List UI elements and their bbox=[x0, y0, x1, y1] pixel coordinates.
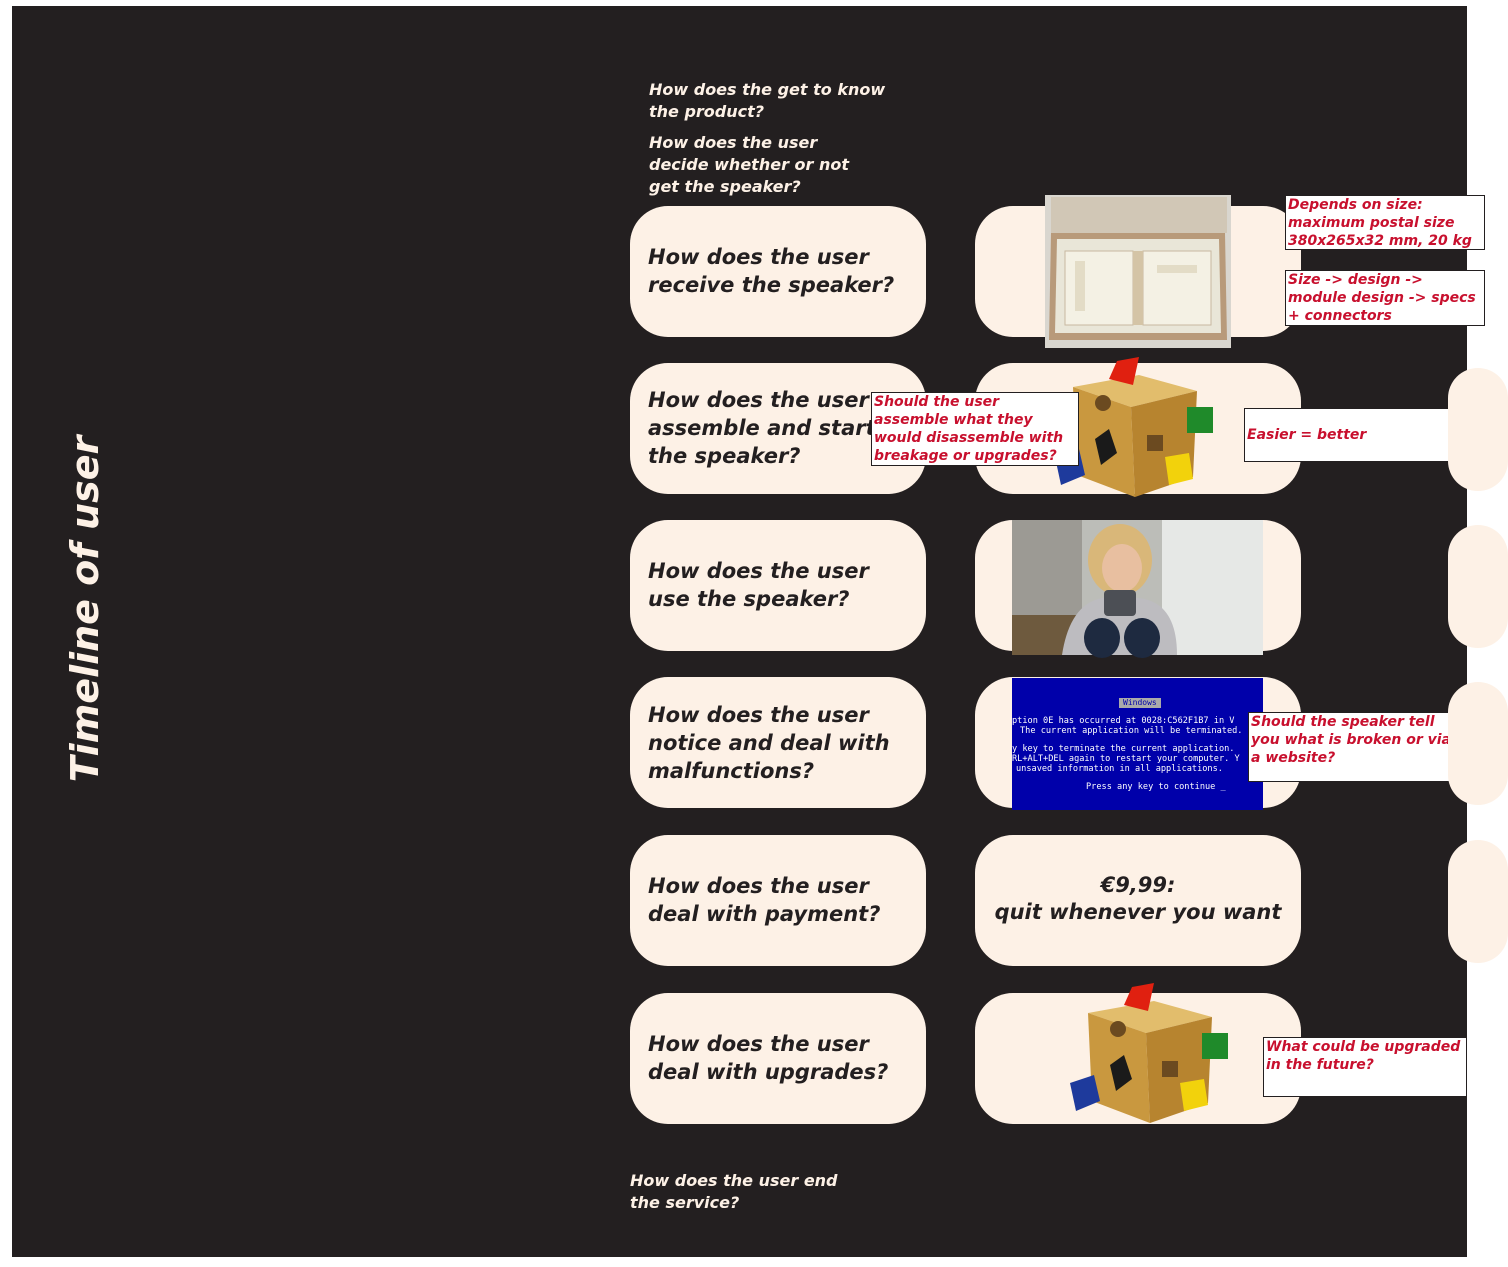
payment-terms: quit whenever you want bbox=[994, 900, 1282, 924]
note-broken: Should the speaker tell you what is brok… bbox=[1248, 712, 1454, 782]
woman-with-mug-photo-icon bbox=[1012, 520, 1263, 658]
note-postal-size: Depends on size: maximum postal size 380… bbox=[1285, 195, 1485, 250]
question-card-malfunctions: How does the user notice and deal with m… bbox=[630, 677, 926, 808]
next-column-card-4 bbox=[1448, 682, 1508, 805]
timeline-title: Timeline of user bbox=[63, 435, 107, 783]
question-card-receive: How does the user receive the speaker? bbox=[630, 206, 926, 337]
question-text: How does the user deal with payment? bbox=[648, 874, 881, 926]
question-text: How does the user use the speaker? bbox=[648, 559, 869, 611]
question-text: How does the user notice and deal with m… bbox=[648, 703, 890, 783]
question-text: How does the user receive the speaker? bbox=[648, 245, 895, 297]
payment-price: €9,99: bbox=[1100, 873, 1176, 897]
intro-question-1: How does the get to know the product? bbox=[649, 80, 886, 121]
bsod-header: Windows bbox=[1119, 698, 1161, 708]
next-column-card-2 bbox=[1448, 368, 1508, 491]
blue-screen-icon: Windows ption 0E has occurred at 0028:C5… bbox=[1012, 678, 1263, 810]
note-design-chain: Size -> design -> module design -> specs… bbox=[1285, 270, 1485, 326]
note-upgrade: What could be upgraded in the future? bbox=[1263, 1037, 1467, 1097]
answer-card-payment: €9,99: quit whenever you want bbox=[975, 835, 1301, 966]
next-column-card-3 bbox=[1448, 525, 1508, 648]
question-card-upgrades: How does the user deal with upgrades? bbox=[630, 993, 926, 1124]
shape-sorter-cube-icon bbox=[1047, 357, 1213, 511]
bsod-line: y key to terminate the current applicati… bbox=[1012, 744, 1235, 754]
box-photo-icon bbox=[1045, 195, 1231, 348]
bsod-line: RL+ALT+DEL again to restart your compute… bbox=[1012, 754, 1240, 764]
timeline-board: Timeline of user How does the get to kno… bbox=[12, 6, 1508, 1257]
shape-sorter-cube-icon bbox=[1062, 983, 1228, 1137]
question-text: How does the user deal with upgrades? bbox=[648, 1032, 889, 1084]
bsod-line: Press any key to continue _ bbox=[1086, 782, 1226, 792]
next-column-card-5 bbox=[1448, 840, 1508, 963]
note-easier: Easier = better bbox=[1244, 408, 1454, 462]
bsod-line: ption 0E has occurred at 0028:C562F1B7 i… bbox=[1012, 716, 1235, 726]
bsod-line: unsaved information in all applications. bbox=[1016, 764, 1223, 774]
question-text: How does the user assemble and start the… bbox=[648, 388, 876, 468]
end-question: How does the user end the service? bbox=[630, 1171, 838, 1212]
question-card-payment: How does the user deal with payment? bbox=[630, 835, 926, 966]
intro-question-2: How does the user decide whether or not … bbox=[649, 133, 850, 196]
question-card-use: How does the user use the speaker? bbox=[630, 520, 926, 651]
bsod-line: The current application will be terminat… bbox=[1020, 726, 1243, 736]
payment-answer: €9,99: quit whenever you want bbox=[975, 872, 1301, 926]
note-assemble: Should the user assemble what they would… bbox=[871, 392, 1079, 466]
